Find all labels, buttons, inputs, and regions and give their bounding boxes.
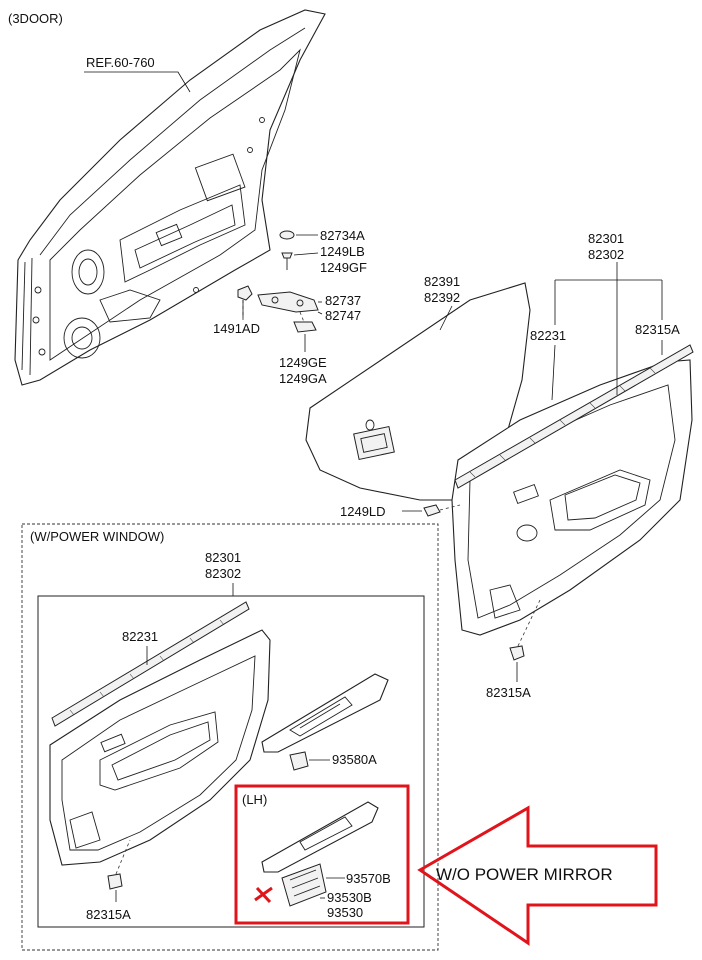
label-93530: 93530 <box>327 905 363 920</box>
label-1249LD: 1249LD <box>340 504 386 519</box>
label-82737: 82737 <box>325 293 361 308</box>
label-82302-top: 82302 <box>588 247 624 262</box>
sealing-cover <box>305 282 531 501</box>
label-1249GA: 1249GA <box>279 371 327 386</box>
bolt-1249GE <box>293 321 317 333</box>
screw-1249LD <box>423 504 441 517</box>
switch-93530 <box>281 863 327 907</box>
label-82391: 82391 <box>424 274 460 289</box>
variant-label: (3DOOR) <box>8 11 63 26</box>
callout-arrow <box>417 805 658 946</box>
label-82734A: 82734A <box>320 228 365 243</box>
clip-82315A <box>509 645 525 661</box>
label-82231-top: 82231 <box>530 328 566 343</box>
door-trim-right <box>451 344 694 636</box>
weatherstrip-82231-box <box>51 601 250 727</box>
label-82301-top: 82301 <box>588 231 624 246</box>
label-82301-box: 82301 <box>205 550 241 565</box>
switch-bezel <box>261 673 389 753</box>
label-1249LB: 1249LB <box>320 244 365 259</box>
label-82302-box: 82302 <box>205 566 241 581</box>
lh-label: (LH) <box>242 792 267 807</box>
weatherstrip-82231 <box>454 344 694 489</box>
power-window-box <box>21 523 439 951</box>
label-93530B: 93530B <box>327 890 372 905</box>
label-82315A-right: 82315A <box>486 685 531 700</box>
label-93570B: 93570B <box>346 871 391 886</box>
inner-trim-box <box>37 595 425 928</box>
clip-82315A-box <box>107 873 123 890</box>
door-frame <box>14 9 326 386</box>
cap-82734A <box>279 230 295 240</box>
lh-highlight-box <box>234 784 410 925</box>
switch-93580A <box>289 751 309 771</box>
box-title: (W/POWER WINDOW) <box>30 529 164 544</box>
label-82392: 82392 <box>424 290 460 305</box>
lh-switch-assembly <box>254 801 379 907</box>
label-93580A: 93580A <box>332 752 377 767</box>
label-82315A-top: 82315A <box>635 322 680 337</box>
ref-leader <box>84 71 191 93</box>
ref-label: REF.60-760 <box>86 55 155 70</box>
label-82747: 82747 <box>325 308 361 323</box>
check-link-82737 <box>257 291 319 313</box>
label-1249GE: 1249GE <box>279 355 327 370</box>
check-parts <box>237 230 319 333</box>
callout-text: W/O POWER MIRROR <box>436 865 613 884</box>
label-82231-box: 82231 <box>122 629 158 644</box>
nut-1491AD <box>237 285 253 301</box>
label-1491AD: 1491AD <box>213 321 260 336</box>
label-1249GF: 1249GF <box>320 260 367 275</box>
label-82315A-box: 82315A <box>86 907 131 922</box>
cross-out-icon <box>254 886 273 904</box>
door-trim-box <box>49 601 271 866</box>
bolt-1249LB <box>281 252 293 259</box>
